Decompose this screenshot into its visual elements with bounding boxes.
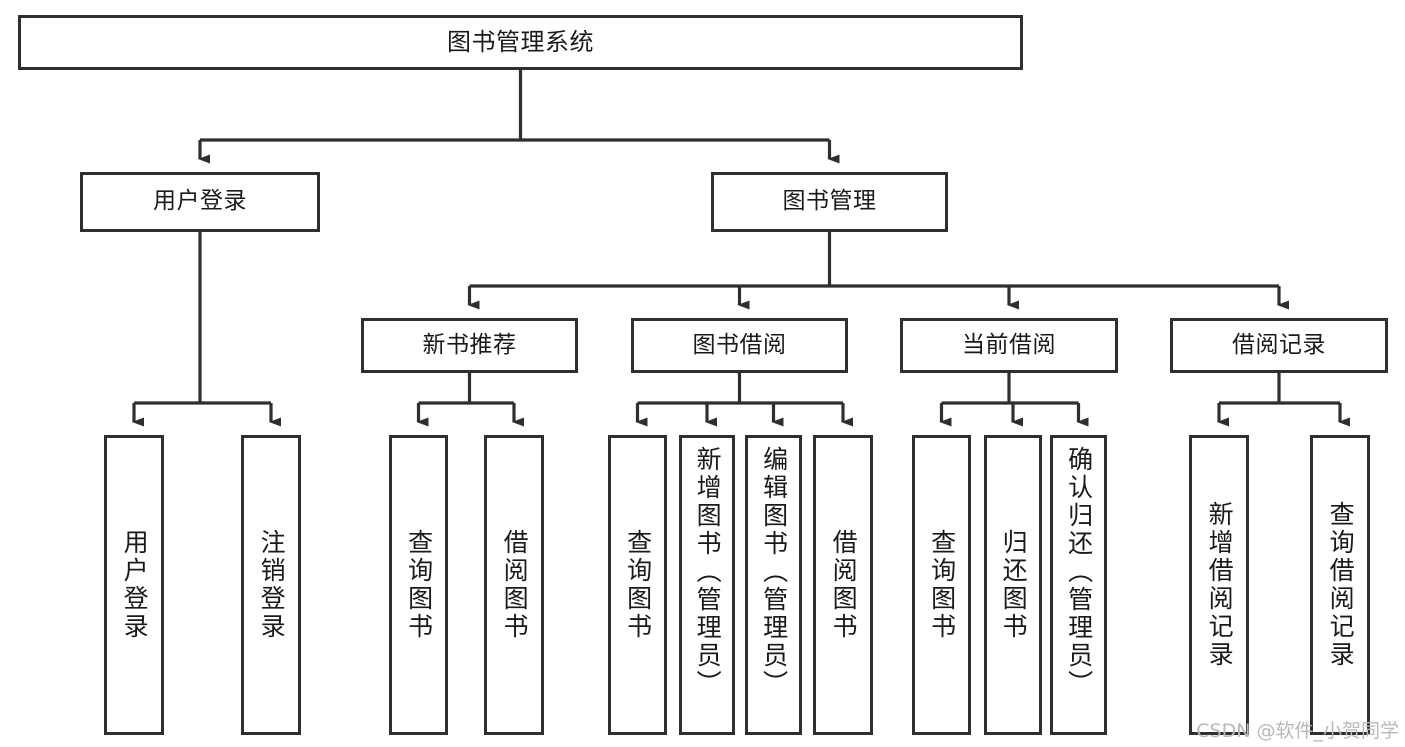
node-leaf-confirm-return[interactable]: 确认归还（管理员）: [1050, 435, 1107, 735]
node-label: 新增图书（管理员）: [693, 446, 723, 698]
node-leaf-query-book-3[interactable]: 查询图书: [912, 435, 971, 735]
node-label: 图书管理: [782, 188, 877, 215]
node-user-login[interactable]: 用户登录: [80, 172, 320, 232]
node-leaf-query-book-1[interactable]: 查询图书: [389, 435, 448, 735]
node-leaf-query-book-2[interactable]: 查询图书: [608, 435, 667, 735]
node-leaf-borrow-book-2[interactable]: 借阅图书: [813, 435, 873, 735]
node-label: 查询图书: [623, 529, 653, 641]
node-leaf-borrow-book-1[interactable]: 借阅图书: [484, 435, 544, 735]
node-current-borrow[interactable]: 当前借阅: [900, 318, 1118, 373]
node-leaf-logout[interactable]: 注销登录: [241, 435, 301, 735]
node-new-book-recommend[interactable]: 新书推荐: [361, 318, 578, 373]
node-label: 图书借阅: [692, 331, 787, 358]
node-label: 确认归还（管理员）: [1064, 446, 1094, 698]
node-label: 新增借阅记录: [1205, 501, 1235, 669]
node-leaf-edit-book[interactable]: 编辑图书（管理员）: [745, 435, 802, 735]
node-leaf-user-login[interactable]: 用户登录: [104, 435, 164, 735]
node-label: 借阅图书: [829, 529, 859, 641]
node-label: 查询图书: [404, 529, 434, 641]
node-borrow-record[interactable]: 借阅记录: [1170, 318, 1388, 373]
node-leaf-add-book[interactable]: 新增图书（管理员）: [679, 435, 735, 735]
node-label: 借阅图书: [500, 529, 530, 641]
node-book-management[interactable]: 图书管理: [711, 172, 948, 232]
node-label: 查询借阅记录: [1326, 501, 1356, 669]
watermark: CSDN @软件_小贺同学: [1196, 720, 1399, 742]
node-label: 用户登录: [120, 529, 150, 641]
node-leaf-add-borrow-record[interactable]: 新增借阅记录: [1189, 435, 1249, 735]
node-label: 归还图书: [999, 529, 1029, 641]
node-leaf-return-book[interactable]: 归还图书: [984, 435, 1042, 735]
node-label: 当前借阅: [962, 331, 1056, 358]
node-label: 编辑图书（管理员）: [759, 446, 789, 698]
node-label: 查询图书: [927, 529, 957, 641]
node-label: 借阅记录: [1232, 331, 1326, 358]
node-label: 注销登录: [257, 529, 287, 641]
node-root[interactable]: 图书管理系统: [18, 15, 1023, 70]
node-leaf-query-borrow-record[interactable]: 查询借阅记录: [1310, 435, 1370, 735]
node-label: 新书推荐: [422, 331, 517, 358]
node-label: 图书管理系统: [447, 28, 594, 57]
node-label: 用户登录: [153, 188, 247, 215]
node-book-borrow[interactable]: 图书借阅: [631, 318, 848, 373]
